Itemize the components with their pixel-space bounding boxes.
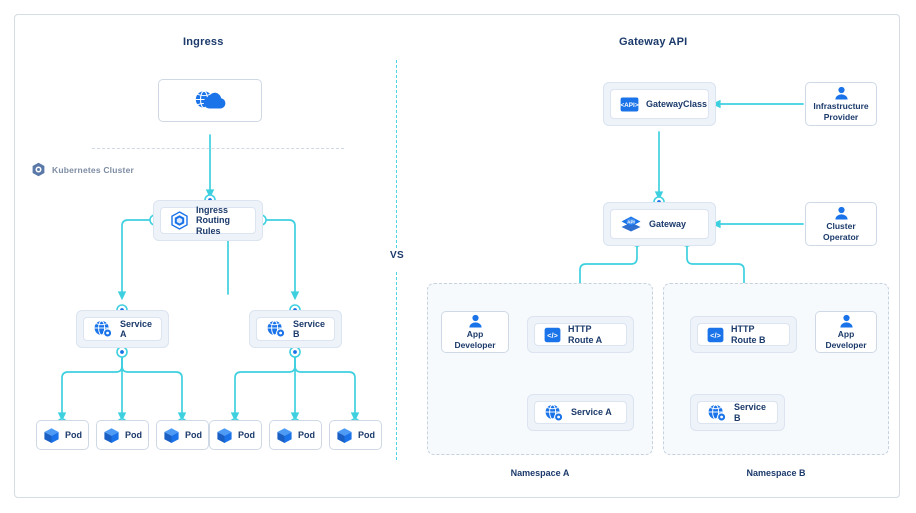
infrastructure-provider-line1: Infrastructure [813,101,869,111]
person-icon [839,314,853,328]
pod-b3[interactable]: Pod [329,420,382,450]
http-route-a-label: HTTP Route A [568,324,603,345]
pod-cube-icon [164,427,179,443]
namespace-b-label: Namespace B [746,468,806,478]
gateway-node[interactable]: API Gateway [603,202,716,246]
service-globe-gear-icon [708,404,727,421]
pod-cube-icon [44,427,59,443]
person-icon [834,86,848,100]
ns-a-service-label: Service A [571,407,612,418]
pod-b2-label: Pod [298,430,315,440]
service-a-node[interactable]: Service A [76,310,169,348]
app-developer-b-line1: App [837,329,855,339]
ingress-routing-rules-inner: Ingress Routing Rules [160,204,256,236]
service-a-label: Service A [120,318,153,340]
ns-b-service-inner: Service B [697,401,778,424]
cluster-boundary-divider [92,148,344,149]
ns-a-service-node[interactable]: Service A [527,394,634,431]
pod-a2[interactable]: Pod [96,420,149,450]
pod-b3-label: Pod [358,430,375,440]
pod-cube-icon [277,427,292,443]
internet-node[interactable] [158,79,262,122]
pod-b1[interactable]: Pod [209,420,262,450]
http-route-a-inner: </> HTTP Route A [534,323,627,346]
globe-cloud-icon [195,90,226,109]
section-title-gateway-api: Gateway API [619,36,688,48]
http-route-b-inner: </> HTTP Route B [697,323,790,346]
app-developer-a-card[interactable]: App Developer [441,311,509,353]
namespace-a-label: Namespace A [510,468,570,478]
kubernetes-logo-icon [32,162,45,177]
pod-b2[interactable]: Pod [269,420,322,450]
http-route-b-label: HTTP Route B [731,324,766,345]
gateway-label: Gateway [649,218,687,229]
pod-a1[interactable]: Pod [36,420,89,450]
cluster-operator-card[interactable]: Cluster Operator [805,202,877,246]
section-title-ingress: Ingress [183,36,224,48]
service-globe-gear-icon [94,320,113,338]
person-icon [834,206,848,220]
ns-b-service-node[interactable]: Service B [690,394,785,431]
pod-a3-label: Pod [185,430,202,440]
service-globe-gear-icon [545,404,564,421]
code-brackets-icon: </> [544,327,561,342]
http-route-b-node[interactable]: </> HTTP Route B [690,316,797,353]
vs-divider-bottom [396,272,397,460]
gatewayclass-api-icon: <API> [620,97,639,111]
infrastructure-provider-line2: Provider [823,112,859,122]
svg-text:<API>: <API> [620,102,638,109]
ns-a-service-inner: Service A [534,401,627,424]
ingress-routing-rules-node[interactable]: Ingress Routing Rules [153,200,263,241]
app-developer-a-line2: Developer [454,340,496,350]
app-developer-b-card[interactable]: App Developer [815,311,877,353]
svg-text:API: API [627,220,635,225]
gatewayclass-node[interactable]: <API> GatewayClass [603,82,716,126]
person-icon [468,314,482,328]
kubernetes-hexagon-icon [171,211,188,230]
gateway-api-diamond-icon: API [621,216,641,232]
cluster-label: Kubernetes Cluster [52,164,135,175]
service-globe-gear-icon [267,320,286,338]
code-brackets-icon: </> [707,327,724,342]
service-a-inner: Service A [83,317,162,341]
service-b-label: Service B [293,318,326,340]
http-route-a-node[interactable]: </> HTTP Route A [527,316,634,353]
gatewayclass-label: GatewayClass [646,98,708,109]
pod-cube-icon [337,427,352,443]
pod-a1-label: Pod [65,430,82,440]
gateway-inner: API Gateway [610,209,709,239]
cluster-operator-line1: Cluster [826,221,856,231]
service-b-inner: Service B [256,317,335,341]
pod-cube-icon [104,427,119,443]
service-b-node[interactable]: Service B [249,310,342,348]
pod-cube-icon [217,427,232,443]
svg-text:</>: </> [547,331,558,340]
ns-b-service-label: Service B [734,402,767,423]
cluster-operator-line2: Operator [823,232,859,242]
pod-b1-label: Pod [238,430,255,440]
svg-text:</>: </> [710,331,721,340]
vs-label: VS [390,250,404,261]
pod-a2-label: Pod [125,430,142,440]
app-developer-b-line2: Developer [825,340,867,350]
app-developer-a-line1: App [466,329,484,339]
infrastructure-provider-card[interactable]: Infrastructure Provider [805,82,877,126]
vs-divider-top [396,60,397,248]
ingress-routing-rules-label: Ingress Routing Rules [196,204,230,236]
gatewayclass-inner: <API> GatewayClass [610,89,709,119]
pod-a3[interactable]: Pod [156,420,209,450]
cluster-tag: Kubernetes Cluster [31,162,134,177]
